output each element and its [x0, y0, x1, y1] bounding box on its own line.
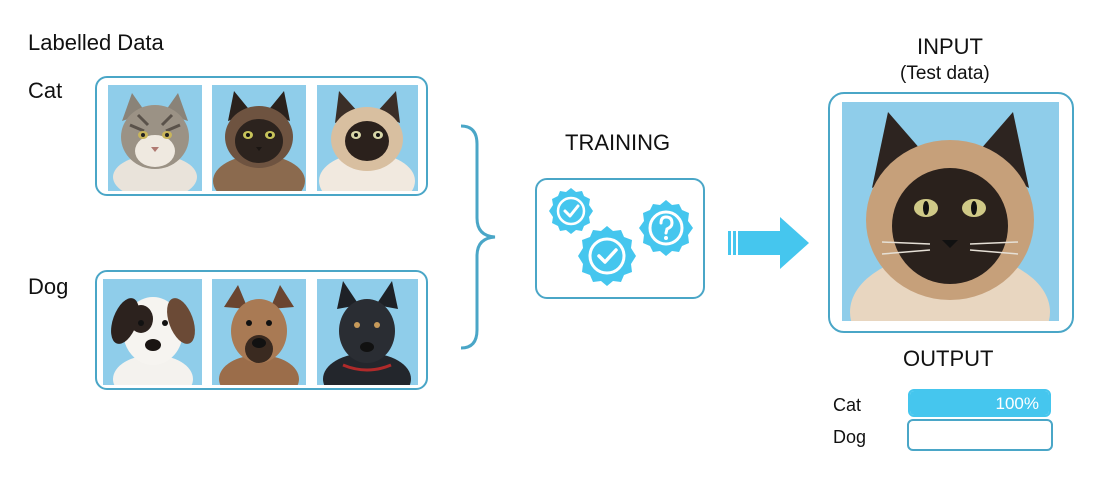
input-sublabel: (Test data) [900, 63, 990, 84]
input-test-image [842, 102, 1059, 321]
arrow-right-icon [728, 217, 809, 269]
result-dog-label: Dog [833, 427, 867, 447]
dog-photo-1 [103, 279, 202, 385]
result-cat-label: Cat [833, 395, 862, 415]
labelled-data-title: Labelled Data [28, 30, 164, 55]
question-badge-icon [639, 200, 693, 256]
cat-photo-3 [317, 85, 418, 191]
cat-photo-2 [212, 85, 306, 191]
brace-icon [460, 124, 496, 350]
dog-photo-2 [212, 279, 306, 385]
output-label: OUTPUT [903, 346, 994, 371]
check-badge-icon [549, 188, 593, 234]
result-cat-percent: 100% [995, 394, 1039, 413]
training-label: TRAINING [565, 130, 671, 155]
result-cat-bar: 100% [908, 389, 1051, 417]
dog-row-label: Dog [28, 274, 69, 299]
input-label: INPUT [917, 34, 983, 59]
cat-photo-1 [108, 85, 202, 191]
result-dog-bar [907, 419, 1053, 451]
result-cat-fill [910, 391, 1049, 415]
cat-row-label: Cat [28, 78, 63, 103]
dog-photo-3 [317, 279, 418, 385]
check-badge-icon [578, 226, 636, 286]
